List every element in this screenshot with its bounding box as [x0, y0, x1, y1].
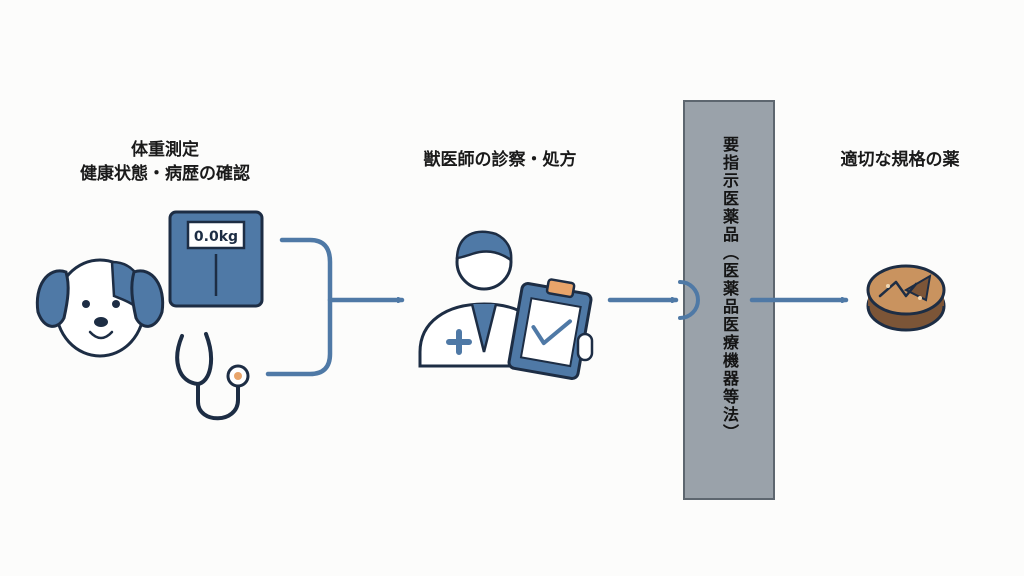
scale-icon: 0.0kg [168, 210, 264, 308]
step1-label: 体重測定 健康状態・病歴の確認 [60, 138, 270, 186]
stethoscope-icon [175, 332, 250, 421]
step4-label: 適切な規格の薬 [840, 150, 960, 170]
dog-icon [35, 258, 165, 358]
barrier-label: 要指示医薬品（医薬品医療機器等法） [720, 136, 739, 442]
medicine-tablet-icon [866, 264, 946, 332]
step1-label-line1: 体重測定 [131, 140, 199, 160]
clipboard-icon [507, 278, 594, 380]
arrow-to-barrier [607, 280, 700, 320]
step1-label-line2: 健康状態・病歴の確認 [80, 164, 250, 184]
scale-readout: 0.0kg [194, 229, 238, 245]
step2-label: 獣医師の診察・処方 [423, 150, 577, 170]
merge-arrow [265, 237, 405, 377]
